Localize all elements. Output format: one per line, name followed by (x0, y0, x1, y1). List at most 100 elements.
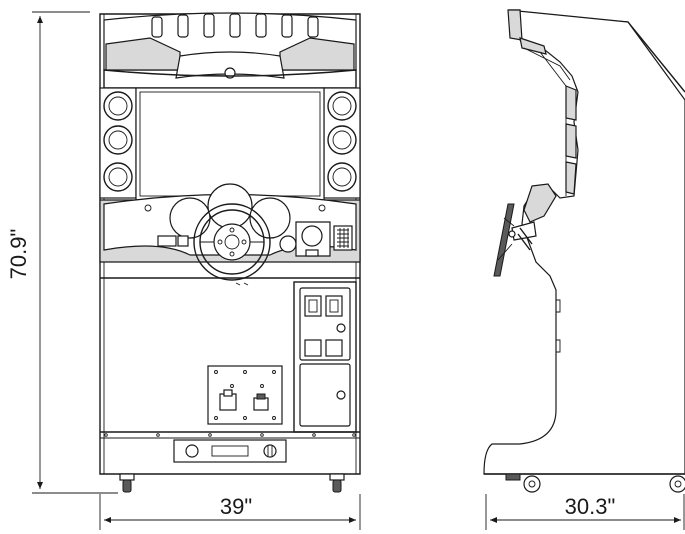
side-dashboard (523, 183, 557, 223)
monitor-screen (135, 87, 325, 201)
brake-pedal-mount (223, 389, 233, 397)
speaker-cone (332, 167, 352, 187)
side-front-caster (505, 473, 541, 493)
side-cabinet-body (483, 9, 685, 475)
depth-dimension: 30.3" (485, 494, 685, 530)
bolt (272, 416, 276, 420)
coin-slot-inner (329, 299, 339, 313)
right-speakers (327, 91, 357, 192)
caster-mount (119, 473, 135, 481)
pedal-plate (207, 365, 283, 425)
dash-knob (279, 235, 297, 253)
dash-switch (177, 235, 189, 247)
rivet (260, 433, 264, 437)
left-speakers (103, 91, 133, 192)
side-view (483, 9, 685, 493)
bolt (214, 416, 218, 420)
caster-axle (528, 480, 536, 488)
height-label: 70.9" (6, 229, 31, 280)
coin-door-lock (336, 323, 346, 333)
height-dimension: 70.9" (6, 11, 118, 494)
card-reader-grid (337, 228, 349, 248)
width-dimension: 39" (99, 494, 361, 530)
bolt (217, 239, 223, 245)
side-steering-wheel-hub (508, 230, 516, 238)
side-header-contour (523, 47, 571, 81)
speaker-cone (108, 130, 128, 150)
base-access-knob (185, 444, 199, 458)
speaker (327, 125, 357, 155)
caster-wheel (122, 479, 132, 493)
bolt (243, 416, 247, 420)
header-lower-trim (103, 69, 357, 89)
speaker (327, 91, 357, 121)
bolt (272, 370, 276, 374)
front-left-caster (119, 473, 135, 493)
base-access-knob-slot (267, 446, 273, 456)
header-fin (203, 13, 215, 38)
side-marquee (507, 9, 523, 41)
dash-indicator (144, 204, 152, 212)
header-fins (151, 13, 319, 38)
speaker-cone (108, 167, 128, 187)
header-fin (177, 14, 189, 38)
speaker (103, 162, 133, 192)
header-fin (151, 16, 163, 38)
right-gauge (249, 197, 291, 239)
coin-return (325, 339, 343, 357)
coin-slot (325, 295, 343, 317)
cash-box-door (299, 363, 351, 427)
width-label: 39" (220, 494, 252, 519)
rivet (104, 433, 108, 437)
base-access-panel (173, 439, 287, 463)
steering-wheel-bolts (217, 227, 247, 257)
steering-wheel-center (224, 234, 240, 250)
side-speaker-bulge (565, 123, 577, 159)
lower-cabinet-vents (235, 282, 249, 286)
caster-mount (505, 473, 521, 481)
caster-axle (674, 480, 682, 488)
side-steering-wheel (493, 203, 515, 277)
rivet (312, 433, 316, 437)
side-monitor-edge (539, 51, 567, 196)
card-reader-keys (337, 228, 349, 248)
speaker (103, 125, 133, 155)
header-fin (307, 16, 319, 38)
side-rear-caster (669, 475, 685, 493)
speaker-cone (108, 96, 128, 116)
bolt (229, 251, 235, 257)
bolt (260, 384, 264, 388)
speaker (103, 91, 133, 121)
rivet (156, 433, 160, 437)
left-gauge (169, 197, 211, 239)
steering-wheel-rim (193, 203, 271, 281)
pedal-plate-bolts (214, 370, 276, 420)
bolt (243, 370, 247, 374)
coin-slot-inner (308, 299, 318, 313)
cash-box-lock (336, 390, 346, 400)
side-header-trim (519, 37, 547, 55)
side-hinges (556, 299, 561, 353)
bolt (230, 384, 234, 388)
front-right-caster (329, 473, 345, 493)
steering-wheel-hub (213, 223, 251, 261)
side-speaker-bulge (565, 85, 577, 121)
speaker (327, 162, 357, 192)
base-access-knob (263, 444, 277, 458)
dash-switch (157, 235, 177, 247)
rivet (208, 433, 212, 437)
accelerator-pedal-mount (256, 393, 266, 400)
coin-return (304, 339, 322, 357)
base-access-handle (211, 445, 249, 457)
view-button (301, 225, 323, 247)
depth-label: 30.3" (565, 494, 616, 519)
dash-indicator (318, 204, 326, 212)
bolt (214, 370, 218, 374)
header-fin (255, 13, 267, 38)
caster-mount (329, 473, 345, 481)
steering-column-shaft (517, 227, 533, 251)
caster-wheel (523, 475, 541, 493)
header-fin (281, 14, 293, 38)
bolt (229, 227, 235, 233)
